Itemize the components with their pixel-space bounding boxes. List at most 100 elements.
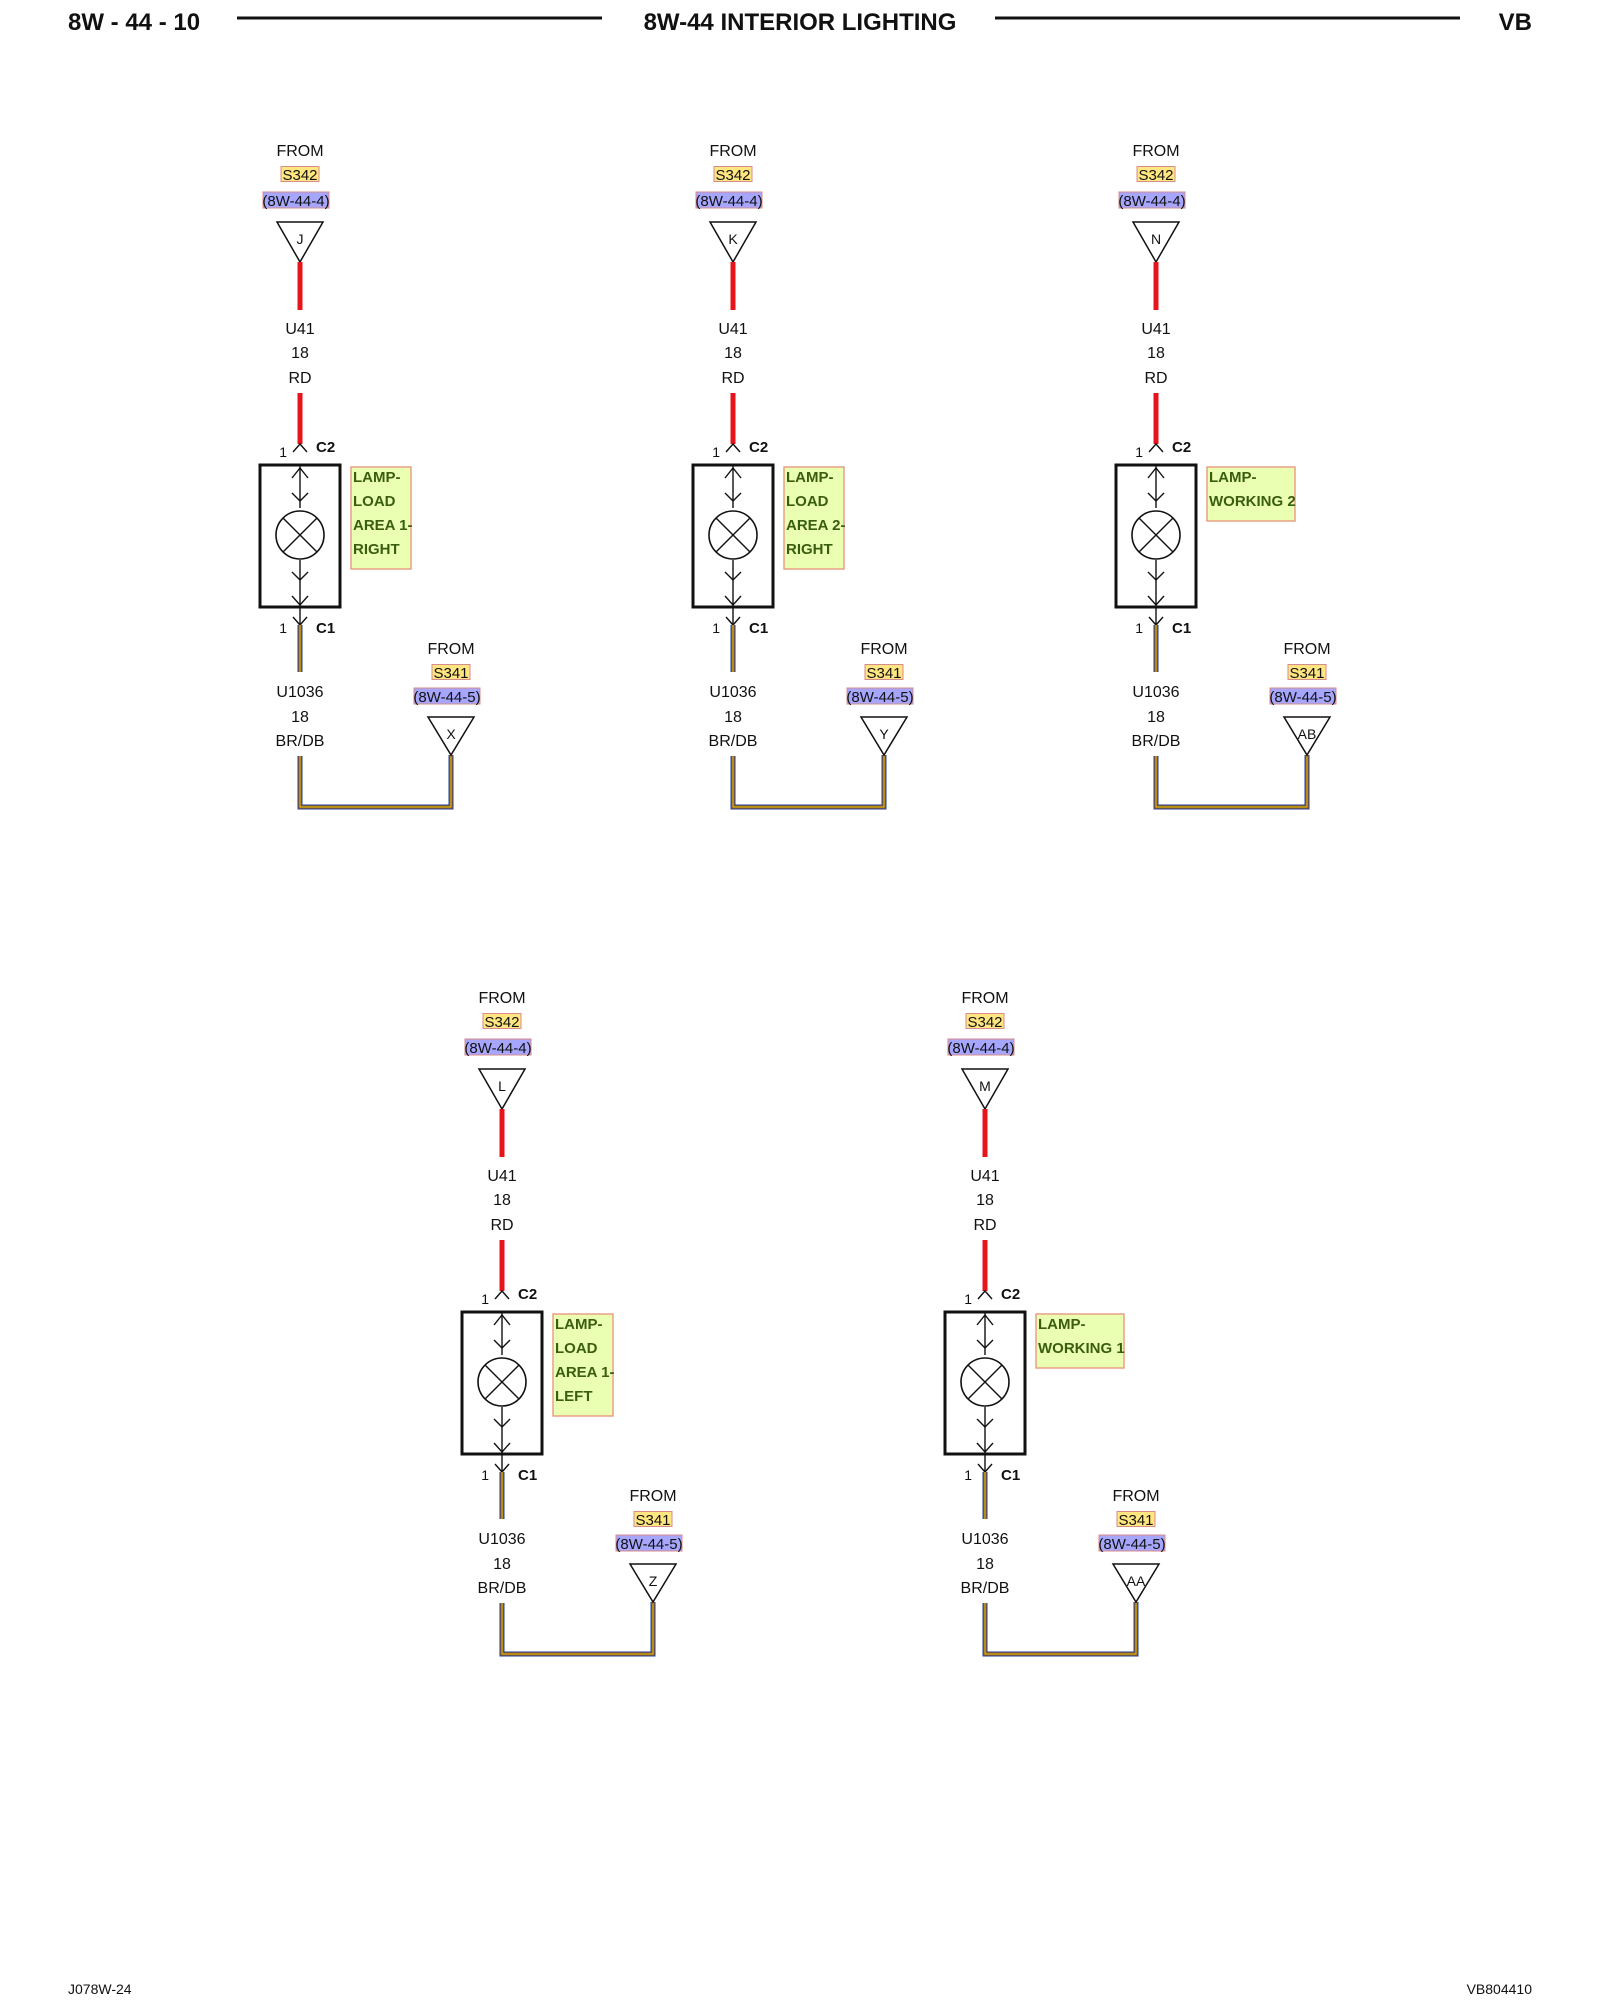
wire-brown-base xyxy=(731,755,886,809)
wire-blue-stripe xyxy=(730,755,887,810)
ground-page-ref-label: (8W-44-5) xyxy=(615,1536,682,1553)
c1-connector-label: C1 xyxy=(518,1467,537,1484)
top-page-ref-label: (8W-44-4) xyxy=(262,193,329,210)
top-from-label: FROM xyxy=(709,143,756,160)
bottom-gauge-label: 18 xyxy=(1147,709,1165,726)
ground-terminal-label: AA xyxy=(1127,1573,1146,1589)
page-ref-highlight xyxy=(1098,1534,1166,1552)
component-name-line: LAMP- xyxy=(353,469,401,486)
lamp-arrow-top-inner xyxy=(976,1339,994,1349)
component-name-line: LOAD xyxy=(353,493,396,510)
top-gauge-label: 18 xyxy=(976,1192,994,1209)
top-from-label: FROM xyxy=(1132,143,1179,160)
wire-brown-base xyxy=(1154,755,1309,809)
wire-blue-stripe xyxy=(297,755,454,810)
bottom-circuit-label: U1036 xyxy=(1132,684,1179,701)
lamp-bulb-cross-b xyxy=(282,517,318,553)
component-name-line: RIGHT xyxy=(786,541,833,558)
br-db-return-wire xyxy=(297,755,454,810)
br-db-return-wire xyxy=(499,1602,656,1657)
page-ref-highlight xyxy=(464,1038,532,1056)
bottom-circuit-label: U1036 xyxy=(709,684,756,701)
top-from-label: FROM xyxy=(961,990,1008,1007)
lamp-bulb-cross-b xyxy=(967,1364,1003,1400)
wire-brown-base xyxy=(983,1602,1138,1656)
splice-highlight xyxy=(633,1511,673,1527)
top-circuit-label: U41 xyxy=(1141,321,1170,338)
lamp-arrow-bottom xyxy=(493,1442,511,1454)
page-title: 8W-44 INTERIOR LIGHTING xyxy=(644,9,957,36)
top-page-ref-label: (8W-44-4) xyxy=(464,1040,531,1057)
component-name-line: LAMP- xyxy=(555,1316,603,1333)
wire-brown-base xyxy=(298,755,453,809)
lamp-bulb-cross-b xyxy=(484,1364,520,1400)
ground-page-ref-label: (8W-44-5) xyxy=(846,689,913,706)
source-terminal-label: M xyxy=(979,1078,991,1094)
c1-pin-number: 1 xyxy=(712,620,720,636)
top-gauge-label: 18 xyxy=(291,345,309,362)
splice-highlight xyxy=(713,166,753,182)
lamp-bulb-cross-b xyxy=(715,517,751,553)
bottom-color-label: BR/DB xyxy=(1132,733,1181,750)
splice-highlight xyxy=(1116,1511,1156,1527)
top-gauge-label: 18 xyxy=(724,345,742,362)
page-ref-highlight xyxy=(846,687,914,705)
source-terminal-triangle xyxy=(477,1068,527,1111)
c1-connector-label: C1 xyxy=(749,620,768,637)
lamp-arrow-top xyxy=(1147,466,1165,479)
page-ref-highlight xyxy=(413,687,481,705)
c2-connector-label: C2 xyxy=(1001,1286,1020,1303)
ground-terminal-triangle xyxy=(628,1563,678,1604)
ground-terminal-label: Z xyxy=(649,1573,658,1589)
top-splice-label: S342 xyxy=(967,1014,1002,1031)
wire-brown-base xyxy=(500,1602,655,1656)
top-circuit-label: U41 xyxy=(970,1168,999,1185)
wire-yellow-tracer xyxy=(1155,755,1308,808)
c1-connector-label: C1 xyxy=(316,620,335,637)
ground-page-ref-label: (8W-44-5) xyxy=(413,689,480,706)
c2-pin-number: 1 xyxy=(964,1291,972,1307)
splice-highlight xyxy=(1287,664,1327,680)
ground-from-label: FROM xyxy=(1283,641,1330,658)
c1-connector-label: C1 xyxy=(1172,620,1191,637)
ground-page-ref-label: (8W-44-5) xyxy=(1269,689,1336,706)
lamp-arrow-top-inner xyxy=(291,492,309,502)
top-splice-label: S342 xyxy=(715,167,750,184)
bottom-circuit-label: U1036 xyxy=(478,1531,525,1548)
component-name-line: LAMP- xyxy=(1209,469,1257,486)
top-circuit-label: U41 xyxy=(487,1168,516,1185)
ground-terminal-triangle xyxy=(859,716,909,757)
ground-from-label: FROM xyxy=(629,1488,676,1505)
lamp-arrow-bottom xyxy=(291,595,309,607)
splice-highlight xyxy=(965,1013,1005,1029)
lamp-arrow-bottom xyxy=(724,595,742,607)
component-name-line: LOAD xyxy=(555,1340,598,1357)
bottom-circuit-label: U1036 xyxy=(961,1531,1008,1548)
lamp-arrow-bottom-inner xyxy=(291,571,309,581)
top-page-ref-label: (8W-44-4) xyxy=(947,1040,1014,1057)
top-color-label: RD xyxy=(490,1217,513,1234)
footer-left-code: J078W-24 xyxy=(68,1981,132,1997)
c2-pin-number: 1 xyxy=(481,1291,489,1307)
ground-page-ref-label: (8W-44-5) xyxy=(1098,1536,1165,1553)
ground-from-label: FROM xyxy=(860,641,907,658)
splice-highlight xyxy=(431,664,471,680)
lamp-arrow-top xyxy=(493,1313,511,1326)
ground-terminal-label: X xyxy=(446,726,456,742)
ground-from-label: FROM xyxy=(1112,1488,1159,1505)
page-ref-highlight xyxy=(695,191,763,209)
top-page-ref-label: (8W-44-4) xyxy=(1118,193,1185,210)
top-page-ref-label: (8W-44-4) xyxy=(695,193,762,210)
top-splice-label: S342 xyxy=(282,167,317,184)
bottom-color-label: BR/DB xyxy=(478,1580,527,1597)
footer-right-code: VB804410 xyxy=(1467,1981,1533,1997)
c2-pin-number: 1 xyxy=(712,444,720,460)
c2-connector-mark xyxy=(292,442,308,453)
c2-connector-mark xyxy=(977,1289,993,1300)
page-ref-highlight xyxy=(1269,687,1337,705)
